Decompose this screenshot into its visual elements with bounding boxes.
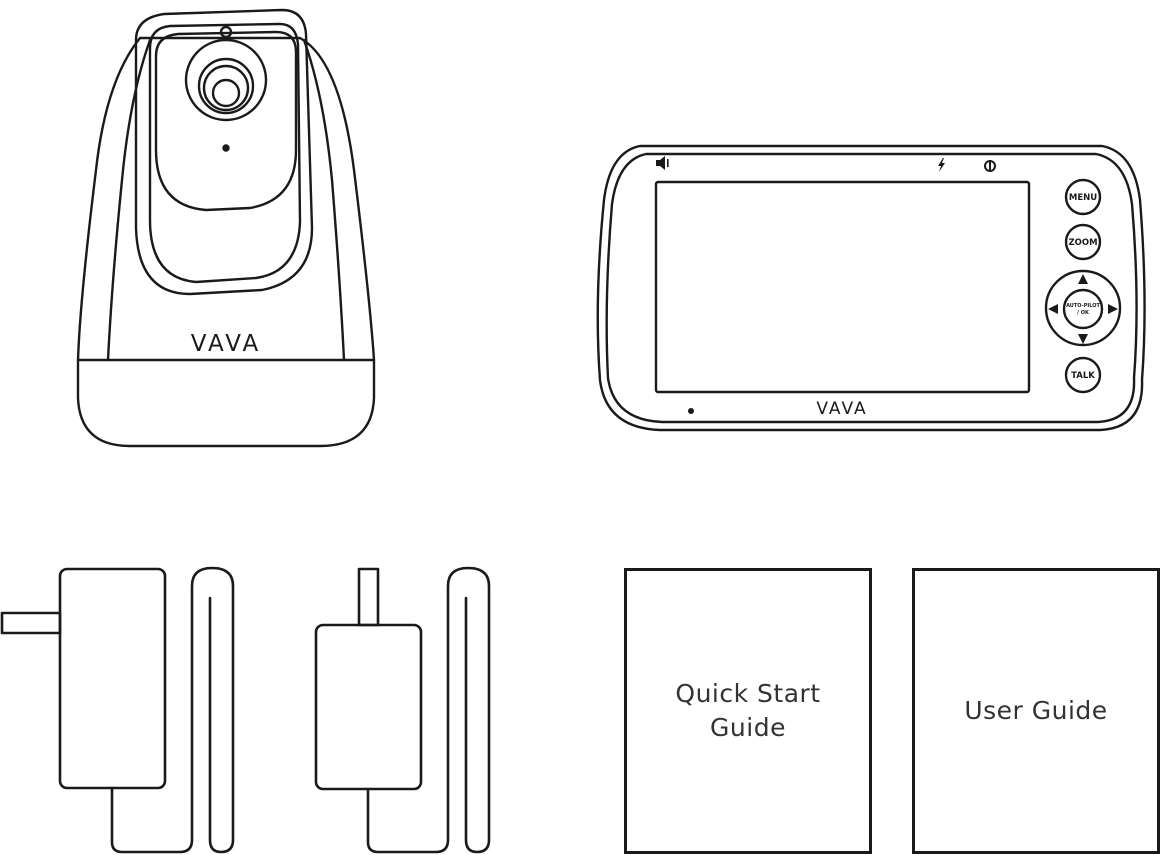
dpad-down-arrow[interactable] — [1078, 334, 1088, 344]
parent-monitor — [596, 144, 1146, 432]
camera-body — [76, 36, 376, 448]
talk-button[interactable] — [1064, 356, 1102, 394]
user-guide-title: User Guide — [964, 696, 1108, 725]
power-icon — [984, 160, 996, 172]
quick-start-guide: Quick Start Guide — [624, 568, 872, 854]
menu-button[interactable] — [1064, 178, 1102, 216]
ok-button-label-line1: AUTO-PILOT — [1066, 303, 1100, 309]
talk-button-label: TALK — [1071, 371, 1095, 381]
quick-start-guide-title: Quick Start Guide — [675, 677, 820, 745]
camera-lens-outer — [184, 38, 268, 122]
baby-camera — [76, 8, 376, 448]
dpad-ring[interactable] — [1044, 269, 1122, 347]
menu-button-label: MENU — [1069, 193, 1097, 203]
camera-ir-sensor — [219, 25, 233, 39]
monitor-logo: VAVA — [816, 399, 867, 419]
adapter-prong — [0, 611, 62, 635]
adapter-cable — [110, 566, 235, 854]
power-adapter-monitor — [314, 566, 491, 854]
quick-start-line1: Quick Start — [675, 679, 821, 708]
camera-mic-dot — [222, 144, 230, 152]
adapter-body — [58, 567, 167, 790]
camera-logo: VAVA — [191, 331, 262, 357]
monitor-body — [596, 144, 1146, 432]
zoom-button-label: ZOOM — [1068, 238, 1097, 248]
power-adapter-camera — [0, 566, 235, 854]
camera-face-plate — [154, 30, 298, 212]
charging-icon — [938, 158, 945, 172]
camera-lens-inner — [211, 78, 241, 108]
speaker-icon — [656, 156, 669, 170]
adapter-cable-2 — [366, 566, 491, 854]
adapter-plug — [357, 567, 380, 627]
quick-start-line2: Guide — [710, 713, 786, 742]
monitor-mic-dot — [688, 408, 694, 414]
monitor-screen — [654, 180, 1031, 394]
dpad-right-arrow[interactable] — [1108, 304, 1118, 314]
zoom-button[interactable] — [1064, 223, 1102, 261]
user-guide: User Guide — [912, 568, 1160, 854]
ok-button[interactable] — [1062, 288, 1104, 330]
dpad-left-arrow[interactable] — [1048, 304, 1058, 314]
ok-button-label-line2: / OK — [1077, 310, 1090, 316]
dpad-up-arrow[interactable] — [1078, 274, 1088, 284]
adapter-body-2 — [314, 623, 423, 791]
camera-head — [134, 8, 314, 296]
